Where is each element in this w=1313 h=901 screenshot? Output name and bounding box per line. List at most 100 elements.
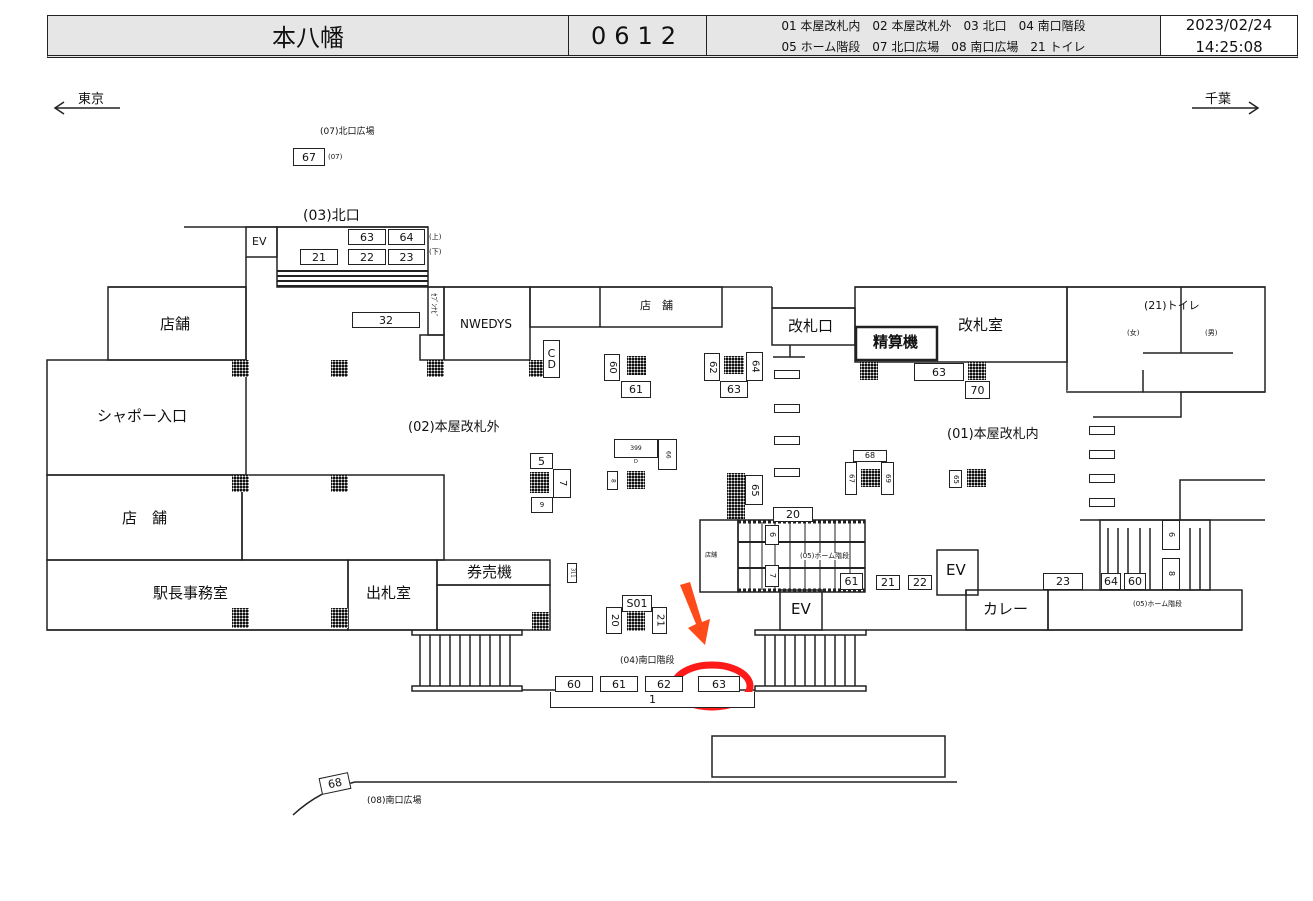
pointer-arrow-icon [680,582,710,645]
ev-south: EV [791,600,811,618]
gate-machine [774,370,800,379]
equipment-box[interactable]: 64 [746,352,763,381]
highlighted-equipment-box[interactable]: 63 [698,676,740,692]
pillar [627,356,646,375]
equipment-box[interactable]: 65 [949,470,962,488]
equipment-box[interactable]: 20 [606,607,622,634]
pillar [724,356,744,374]
legend-line-1: 01 本屋改札内 02 本屋改札外 03 北口 04 南口階段 [781,18,1086,33]
south-plaza-label: (08)南口広場 [367,796,422,806]
gate-machine [1089,450,1115,459]
pillar [331,475,348,492]
equipment-box[interactable]: 7 [765,565,779,587]
equipment-box[interactable]: 62 [704,353,720,381]
gate-machine [774,468,800,477]
south-stairs-right [754,629,867,692]
header-table: 本八幡 0612 01 本屋改札内 02 本屋改札外 03 北口 04 南口階段… [47,15,1298,58]
gate-machine [774,404,800,413]
platform-stairs-label-2: (05)ホーム階段 [1133,600,1183,608]
ticket-office-label: 出札室 [366,584,412,602]
direction-left-label: 東京 [78,92,105,107]
equipment-box[interactable]: 67 [845,462,857,495]
equipment-box[interactable]: 1 [550,692,755,708]
equipment-box[interactable]: 61 [600,676,638,692]
equipment-box[interactable]: 7 [553,469,571,498]
shabo-entrance-label: シャポー入口 [97,407,188,425]
equipment-box[interactable]: 64 [388,229,425,245]
shop-label-3: 店 舗 [122,509,168,527]
ticket-machine-label: 券売機 [467,563,513,581]
equipment-box[interactable]: 64 [1101,573,1121,590]
pillar [861,469,880,487]
equipment-box[interactable]: 62 [645,676,683,692]
timestamp: 2023/02/24 14:25:08 [1161,16,1297,56]
equipment-box[interactable]: 22 [348,249,386,265]
equipment-box[interactable]: 20 [773,507,813,522]
equipment-box[interactable]: 63 [914,363,964,381]
equipment-box[interactable]: 21 [652,607,667,634]
pillar [232,608,249,628]
esc-shop-label: 店舗 [705,552,718,559]
equipment-box[interactable]: 67 [293,148,325,166]
pillar [427,360,444,377]
ev-east: EV [946,561,966,579]
north-exit-label: (03)北口 [303,208,360,224]
equipment-box[interactable]: 8 [607,471,618,490]
south-stairs-label: (04)南口階段 [620,656,675,666]
equipment-box[interactable]: 23 [388,249,425,265]
equipment-box[interactable]: 22 [908,575,932,590]
time: 14:25:08 [1195,37,1263,56]
equipment-box[interactable]: 399 [614,439,658,458]
area-legend: 01 本屋改札内 02 本屋改札外 03 北口 04 南口階段 05 ホーム階段… [707,16,1161,55]
pillar [530,472,549,493]
equipment-box[interactable]: 21 [300,249,338,265]
pillar [532,612,549,630]
toilet-male: (男) [1205,329,1218,337]
equipment-box[interactable]: 65 [745,475,763,505]
toilet-female: (女) [1127,329,1140,337]
equipment-box[interactable]: 69 [881,462,894,495]
equipment-box[interactable]: 311 [567,563,577,583]
south-stairs-left [411,629,523,692]
sign-label: ｾﾌﾞﾝﾅﾋﾞ [430,293,438,318]
d-label: D [634,459,638,465]
toilet-label: (21)トイレ [1144,299,1200,312]
equipment-box[interactable]: 9 [531,497,553,513]
equipment-box[interactable]: 66 [658,439,677,470]
nwedys-label: NWEDYS [460,317,512,331]
equipment-box[interactable]: S01 [622,595,652,612]
equipment-box[interactable]: 5 [530,453,553,469]
equipment-box[interactable]: 23 [1043,573,1083,590]
equipment-box[interactable]: 60 [555,676,593,692]
gate-machine [1089,498,1115,507]
equipment-box[interactable]: 63 [348,229,386,245]
north-plaza-tag: (07) [328,153,343,161]
inside-gate-label: (01)本屋改札内 [947,427,1039,442]
equipment-box[interactable]: 60 [604,354,620,381]
equipment-box[interactable]: 61 [621,381,651,398]
equipment-box[interactable]: 70 [965,381,990,399]
equipment-box[interactable]: 6 [1162,520,1180,550]
down-label: (下) [429,248,442,256]
shop-label-1: 店舗 [160,315,191,333]
equipment-box[interactable]: 60 [1124,573,1146,590]
equipment-box[interactable]: 32 [352,312,420,328]
equipment-box[interactable]: 61 [840,573,863,590]
arrow-left-icon [53,101,120,115]
equipment-box[interactable]: 8 [1162,558,1180,590]
up-label: (上) [429,233,442,241]
station-code: 0612 [569,16,707,55]
equipment-box[interactable]: 68 [853,450,887,462]
equipment-box[interactable]: 6 [765,525,779,545]
pillar [627,471,645,489]
outside-gate-label: (02)本屋改札外 [408,420,500,435]
direction-right-label: 千葉 [1205,92,1232,107]
equipment-box[interactable]: 21 [876,575,900,590]
pillar [331,360,348,377]
equipment-box[interactable]: 63 [720,381,748,398]
arrow-right-icon [1192,101,1260,115]
north-plaza-label: (07)北口広場 [320,127,375,137]
ticket-gate-label: 改札口 [788,317,834,335]
gate-machine [1089,474,1115,483]
